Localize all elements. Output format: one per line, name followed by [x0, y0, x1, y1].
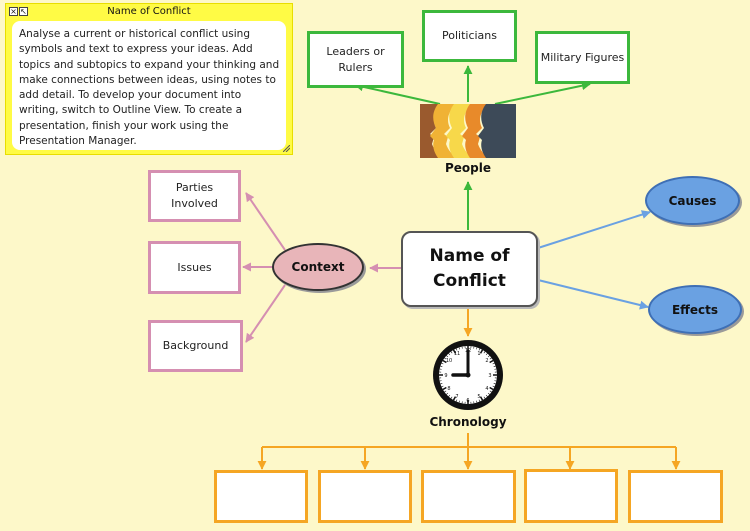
- clock-tick: [458, 400, 460, 403]
- clock-tick: [452, 396, 457, 401]
- chronology-box-2[interactable]: [318, 470, 412, 523]
- clock-tick: [483, 351, 486, 354]
- effects-label: Effects: [671, 302, 719, 317]
- context-label: Context: [291, 260, 345, 274]
- clock-tick: [493, 383, 496, 385]
- chronology-box-4[interactable]: [524, 469, 618, 523]
- svg-text:6: 6: [466, 398, 469, 404]
- causes-topic[interactable]: Causes: [645, 176, 740, 225]
- link-main-effects: [537, 279, 649, 310]
- svg-text:8: 8: [447, 386, 450, 392]
- clock-tick: [476, 400, 478, 403]
- subtopic-label: Parties Involved: [171, 181, 218, 210]
- svg-text:11: 11: [454, 351, 460, 357]
- clock-tick: [493, 365, 496, 367]
- clock-tick: [452, 349, 457, 354]
- note-resize-icon[interactable]: [283, 145, 290, 152]
- svg-text:1: 1: [477, 351, 480, 357]
- chronology-box-3[interactable]: [421, 470, 516, 523]
- clock-tick: [483, 396, 486, 399]
- link-people-leaders: [354, 82, 441, 105]
- note-expand-icon[interactable]: ↖: [19, 7, 28, 16]
- subtopic-politicians[interactable]: Politicians: [422, 10, 517, 62]
- clock-tick: [485, 394, 488, 397]
- clock-tick: [479, 349, 484, 354]
- clock-tick: [478, 399, 481, 402]
- main-topic[interactable]: Name of Conflict: [401, 231, 538, 307]
- subtopic-label: Rulers: [338, 60, 373, 74]
- effects-topic[interactable]: Effects: [648, 285, 742, 334]
- clock-tick: [444, 357, 447, 360]
- clock-tick: [489, 359, 494, 364]
- svg-text:9: 9: [444, 373, 447, 379]
- subtopic-label: Issues: [177, 260, 212, 274]
- clock-tick: [440, 365, 443, 367]
- clock-tick: [455, 348, 458, 351]
- link-context-background: [245, 284, 286, 343]
- clock-tick: [450, 351, 453, 354]
- clock-tick: [440, 383, 443, 385]
- clock-tick: [441, 385, 444, 388]
- subtopic-background[interactable]: Background: [148, 320, 243, 372]
- svg-text:7: 7: [455, 394, 458, 400]
- link-context-parties: [245, 192, 286, 251]
- causes-label: Causes: [668, 193, 717, 208]
- link-people-military: [494, 81, 591, 105]
- subtopic-leaders-or-rulers[interactable]: Leaders or Rulers: [307, 31, 404, 88]
- svg-text:5: 5: [477, 394, 480, 400]
- clock-tick: [489, 357, 492, 360]
- note-body[interactable]: Analyse a current or historical conflict…: [12, 21, 286, 150]
- clock-tick: [478, 348, 481, 351]
- chronology-box-1[interactable]: [214, 470, 308, 523]
- main-topic-line2: Conflict: [433, 271, 506, 291]
- main-topic-line1: Name of: [429, 246, 510, 266]
- people-label[interactable]: People: [444, 161, 492, 175]
- svg-text:3: 3: [488, 373, 491, 379]
- clock-tick: [458, 347, 460, 350]
- note-close-icon[interactable]: ×: [9, 7, 18, 16]
- context-topic[interactable]: Context: [272, 243, 364, 291]
- subtopic-label: Politicians: [442, 29, 497, 42]
- clock-tick: [450, 396, 453, 399]
- subtopic-label: Military Figures: [540, 50, 625, 64]
- chronology-label[interactable]: Chronology: [429, 415, 507, 429]
- clock-tick: [446, 392, 449, 395]
- svg-text:10: 10: [446, 358, 452, 364]
- clock-tick: [489, 390, 492, 393]
- clock-tick: [476, 347, 478, 350]
- clock-tick: [487, 392, 490, 395]
- clock-tick: [485, 353, 488, 356]
- subtopic-parties-involved[interactable]: Parties Involved: [148, 170, 241, 222]
- subtopic-military-figures[interactable]: Military Figures: [535, 31, 630, 84]
- clock-tick: [448, 394, 451, 397]
- clock-tick: [487, 355, 490, 358]
- svg-text:2: 2: [485, 358, 488, 364]
- svg-text:4: 4: [485, 386, 488, 392]
- clock-tick: [448, 353, 451, 356]
- subtopic-issues[interactable]: Issues: [148, 241, 241, 294]
- subtopic-label: Leaders or: [326, 44, 385, 58]
- clock-tick: [455, 399, 458, 402]
- note-title: Name of Conflict: [107, 6, 191, 17]
- link-main-causes: [537, 210, 651, 249]
- clock-tick: [446, 355, 449, 358]
- clock-tick: [489, 386, 494, 391]
- subtopic-label: Background: [162, 339, 229, 352]
- silhouettes-icon[interactable]: [420, 104, 516, 158]
- clock-tick: [479, 396, 484, 401]
- clock-tick: [492, 362, 495, 365]
- chronology-box-5[interactable]: [628, 470, 723, 523]
- note-panel[interactable]: × ↖ Name of Conflict Analyse a current o…: [5, 3, 293, 155]
- clock-tick: [492, 385, 495, 388]
- clock-tick: [442, 386, 447, 391]
- clock-tick: [442, 359, 447, 364]
- clock-tick: [441, 362, 444, 365]
- clock-tick: [444, 390, 447, 393]
